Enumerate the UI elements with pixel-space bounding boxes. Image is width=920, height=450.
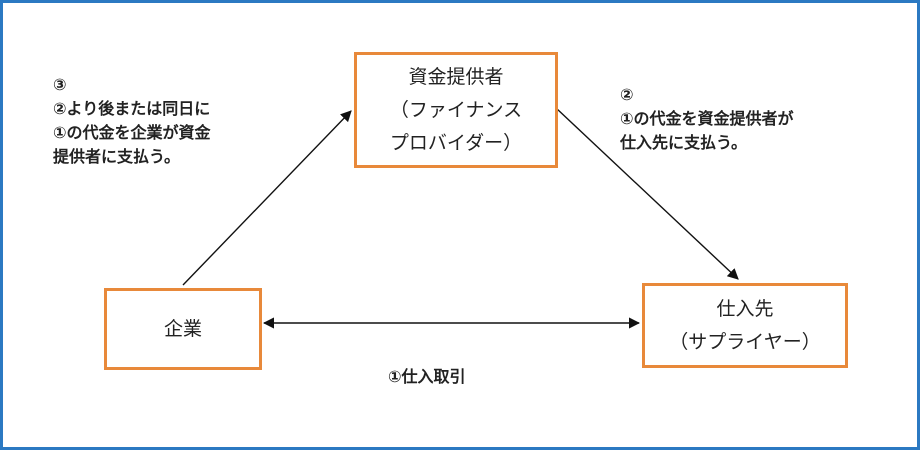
arrow-company-to-provider bbox=[182, 110, 352, 286]
note-step-3: ③ ②より後または同日に ①の代金を企業が資金 提供者に支払う。 bbox=[53, 73, 211, 169]
note-step-3-line-2: ②より後または同日に bbox=[53, 99, 211, 118]
arrow-provider-to-supplier bbox=[555, 107, 739, 280]
note-step-3-line-4: 提供者に支払う。 bbox=[53, 147, 181, 166]
note-step-2-line-1: ② bbox=[620, 85, 634, 104]
node-company-label: 企業 bbox=[163, 317, 202, 340]
node-company: 企業 bbox=[104, 288, 262, 370]
note-step-3-line-1: ③ bbox=[53, 75, 67, 94]
label-purchase-transaction: ①仕入取引 bbox=[388, 367, 466, 386]
note-step-2-line-2: ①の代金を資金提供者が bbox=[620, 109, 794, 128]
note-step-3-line-3: ①の代金を企業が資金 bbox=[53, 123, 211, 142]
node-supplier: 仕入先 （サプライヤー） bbox=[642, 283, 848, 368]
node-finance-provider-line-1: 資金提供者 bbox=[408, 65, 504, 88]
node-supplier-line-2: （サプライヤー） bbox=[669, 330, 821, 353]
node-finance-provider: 資金提供者 （ファイナンス プロバイダー） bbox=[354, 52, 558, 168]
note-step-2: ② ①の代金を資金提供者が 仕入先に支払う。 bbox=[620, 83, 794, 155]
node-finance-provider-line-3: プロバイダー） bbox=[389, 131, 523, 154]
node-finance-provider-line-2: （ファイナンス bbox=[389, 98, 523, 121]
note-step-2-line-3: 仕入先に支払う。 bbox=[620, 133, 748, 152]
arrow-layer bbox=[182, 107, 739, 329]
node-supplier-line-1: 仕入先 bbox=[716, 297, 774, 320]
